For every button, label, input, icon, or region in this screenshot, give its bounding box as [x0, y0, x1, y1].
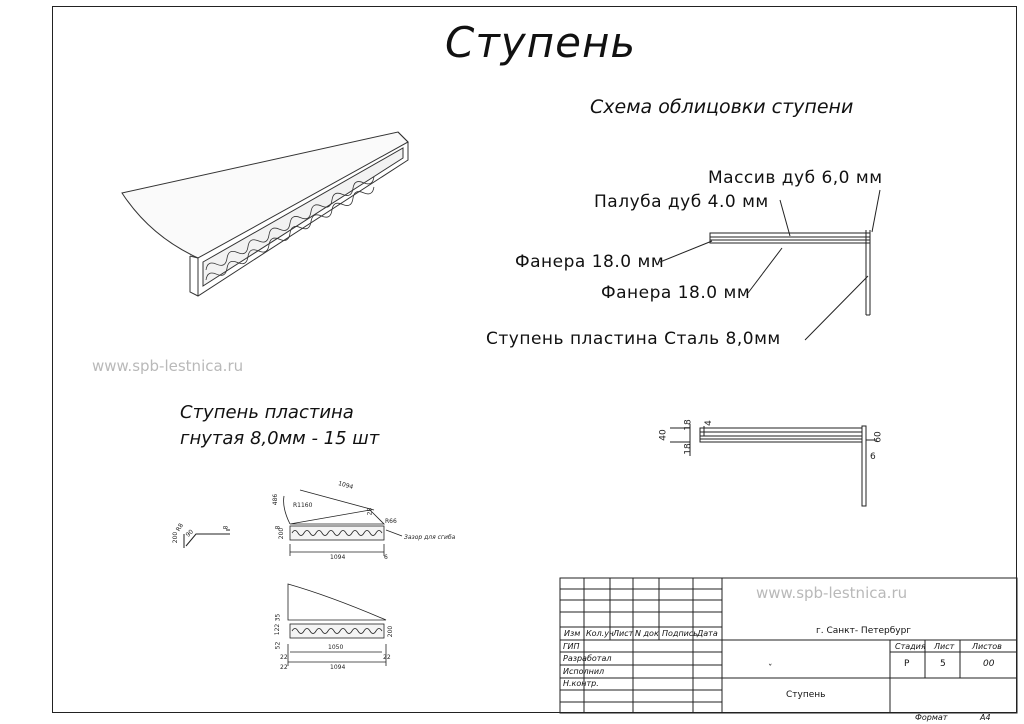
- layer-massiv-label: Массив дуб 6,0 мм: [708, 168, 883, 188]
- bottom-dim-22-low: 22: [280, 664, 288, 671]
- small-dim-8: 8: [222, 525, 230, 530]
- stamp-row-gip: ГИП: [563, 642, 580, 651]
- stamp-stage-header: Стадия: [895, 642, 926, 651]
- top-dim-r66: R66: [385, 518, 397, 525]
- layer-fanera-top-label: Фанера 18.0 мм: [515, 252, 665, 272]
- stamp-col-data: Дата: [697, 629, 718, 638]
- stamp-row-ispolnil: Исполнил: [563, 667, 605, 676]
- stamp-row-nkontr: Н.контр.: [563, 679, 599, 688]
- dim-6: 6: [870, 452, 876, 462]
- bottom-dim-1050: 1050: [328, 644, 344, 651]
- stamp-col-izm: Изм: [564, 629, 581, 638]
- stamp-col-list: Лист: [613, 629, 634, 638]
- layer-plastina-label: Ступень пластина Сталь 8,0мм: [486, 329, 781, 349]
- top-plan: [283, 489, 403, 556]
- stamp-col-ndok: N док: [635, 629, 659, 638]
- stamp-sheet-header: Лист: [934, 642, 955, 651]
- stamp-col-podpis: Подпись: [662, 629, 698, 638]
- watermark: www.spb-lestnica.ru: [92, 357, 244, 375]
- bottom-dim-52: 52: [274, 641, 282, 650]
- layer-paluba-label: Палуба дуб 4.0 мм: [594, 192, 769, 212]
- section-detail: [670, 424, 876, 507]
- bottom-dim-200: 200: [387, 625, 395, 638]
- format-value: А4: [980, 713, 991, 722]
- stamp-row-razrabotal: Разработал: [563, 654, 612, 663]
- small-detail: [183, 529, 230, 548]
- bottom-dim-22-left: 22: [280, 654, 288, 661]
- format-label: Формат: [915, 713, 948, 722]
- bottom-plan: [287, 583, 387, 666]
- dim-18-top: 18: [683, 419, 694, 431]
- dim-40: 40: [658, 429, 669, 441]
- page-title: Ступень: [445, 18, 637, 67]
- layer-scheme: [659, 189, 881, 341]
- dim-18-bottom: 18: [683, 443, 694, 455]
- stamp-watermark: www.spb-lestnica.ru: [756, 584, 908, 602]
- top-dim-r1160: R1160: [293, 502, 313, 509]
- small-dim-200: 200: [172, 531, 180, 544]
- part-title-line2: гнутая 8,0мм - 15 шт: [180, 428, 380, 449]
- top-dim-486: 486: [272, 493, 280, 506]
- stamp-sheets-header: Листов: [972, 642, 1002, 651]
- bottom-dim-35: 35: [274, 613, 282, 622]
- top-dim-28: 28: [366, 507, 374, 516]
- bottom-dim-1094: 1094: [330, 664, 346, 671]
- stamp-city: г. Санкт- Петербург: [816, 626, 912, 636]
- scheme-title: Схема облицовки ступени: [590, 96, 854, 118]
- dim-4: 4: [703, 420, 714, 426]
- stamp-sheet-number: 5: [940, 659, 946, 669]
- step-isometric: [121, 131, 409, 297]
- bottom-dim-22-right: 22: [383, 654, 391, 661]
- part-title-line1: Ступень пластина: [180, 402, 354, 423]
- layer-fanera-bottom-label: Фанера 18.0 мм: [601, 283, 751, 303]
- top-dim-6: 6: [384, 554, 388, 561]
- bend-gap-note: Зазор для сгиба: [404, 534, 456, 541]
- dim-60: 60: [873, 431, 884, 443]
- bottom-dim-122: 122: [274, 623, 282, 636]
- top-dim-200: 200: [278, 527, 286, 540]
- stamp-sheets-count: 00: [983, 659, 995, 669]
- stamp-stage: Р: [904, 659, 910, 669]
- stamp-col-kolvo: Кол.уч: [586, 629, 614, 638]
- stamp-mark: ˇ: [768, 664, 773, 674]
- top-dim-bottom-1094: 1094: [330, 554, 346, 561]
- title-block: [559, 577, 1018, 714]
- stamp-drawing-name: Ступень: [786, 690, 826, 700]
- drawing-frame: [52, 6, 1017, 713]
